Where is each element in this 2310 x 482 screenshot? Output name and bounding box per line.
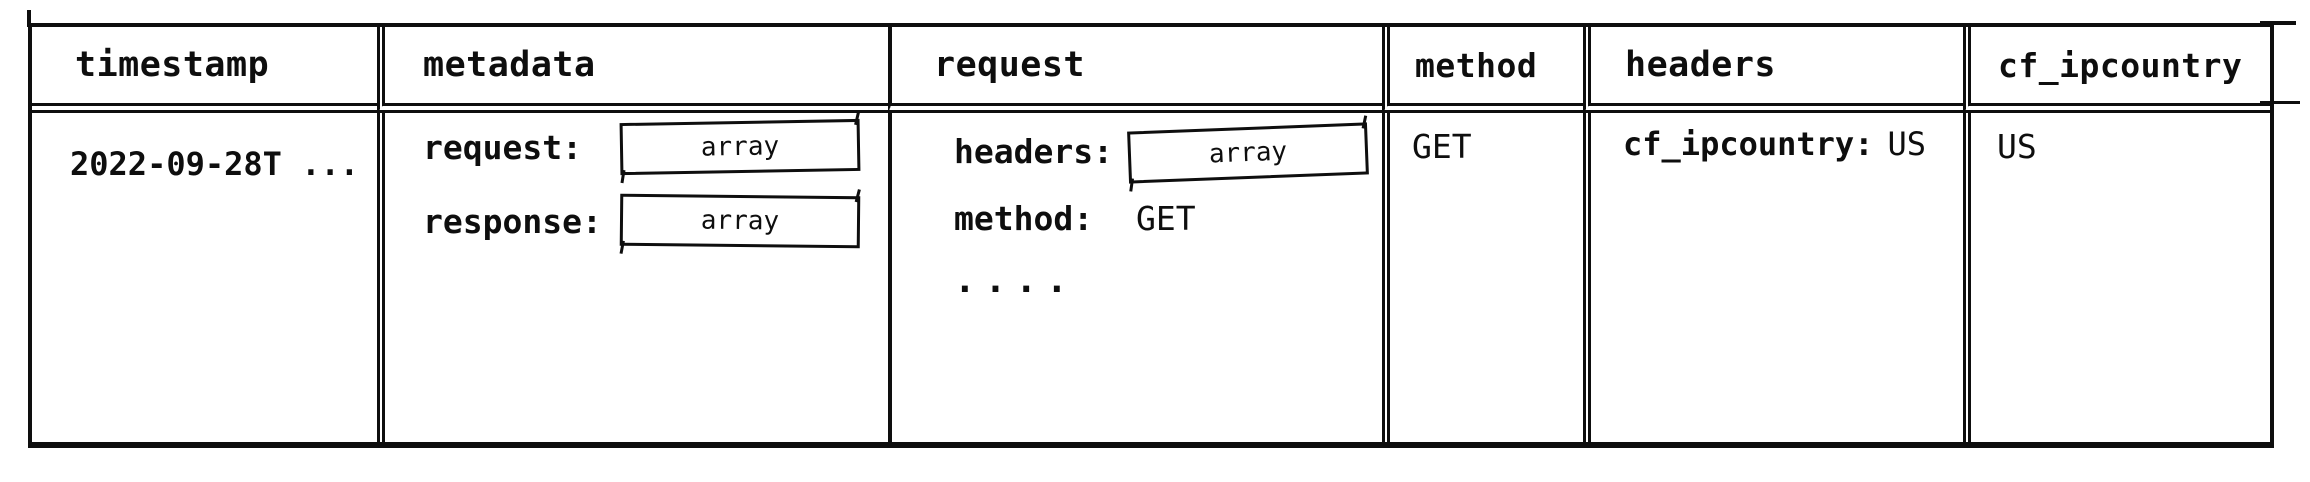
column-header-metadata: metadata xyxy=(377,27,888,113)
metadata-request-field: request: array xyxy=(423,118,888,176)
array-value-box: array xyxy=(619,193,861,249)
column-header-request: request xyxy=(888,27,1382,113)
array-value-box: array xyxy=(1127,122,1369,184)
cell-request: headers: array method: GET .... xyxy=(888,113,1382,442)
column-header-label: metadata xyxy=(423,45,596,85)
column-header-label: timestamp xyxy=(75,45,270,85)
array-label: array xyxy=(700,131,780,163)
request-method-field: method: GET xyxy=(954,199,1382,238)
timestamp-value: 2022-09-28T ... xyxy=(70,145,359,183)
sketch-overshoot-separator-right xyxy=(2260,101,2300,104)
cell-cf-ipcountry: US xyxy=(1963,113,2270,442)
cell-headers: cf_ipcountry: US xyxy=(1583,113,1963,442)
request-headers-field: headers: array xyxy=(954,122,1382,184)
sketch-overshoot-top-left xyxy=(27,10,31,27)
data-table: timestamp metadata request method header… xyxy=(28,23,2274,448)
column-header-label: cf_ipcountry xyxy=(1998,45,2243,85)
array-label: array xyxy=(700,205,780,237)
array-label: array xyxy=(1208,136,1288,170)
cf-ipcountry-value: US xyxy=(1997,127,2037,166)
method-value: GET xyxy=(1412,127,1472,166)
column-header-headers: headers xyxy=(1583,27,1963,113)
column-header-label: headers xyxy=(1625,45,1777,85)
cell-timestamp: 2022-09-28T ... xyxy=(32,113,377,442)
cell-metadata: request: array response: array xyxy=(377,113,888,442)
column-header-method: method xyxy=(1382,27,1583,113)
column-header-timestamp: timestamp xyxy=(32,27,377,113)
column-header-cf-ipcountry: cf_ipcountry xyxy=(1963,27,2270,113)
ellipsis-dots: .... xyxy=(954,260,1077,301)
field-key: response: xyxy=(423,201,602,241)
field-value: GET xyxy=(1136,199,1196,238)
column-header-label: request xyxy=(934,45,1086,85)
array-value-box: array xyxy=(619,118,861,176)
field-key: headers: xyxy=(954,131,1113,171)
sketch-overshoot-top-right xyxy=(2260,21,2296,25)
column-header-label: method xyxy=(1415,45,1538,85)
field-key: method: xyxy=(954,199,1094,238)
field-value: US xyxy=(1887,125,1926,163)
field-key: request: xyxy=(423,127,582,167)
field-key: cf_ipcountry: xyxy=(1623,125,1874,163)
metadata-response-field: response: array xyxy=(423,193,888,249)
cell-method: GET xyxy=(1382,113,1583,442)
